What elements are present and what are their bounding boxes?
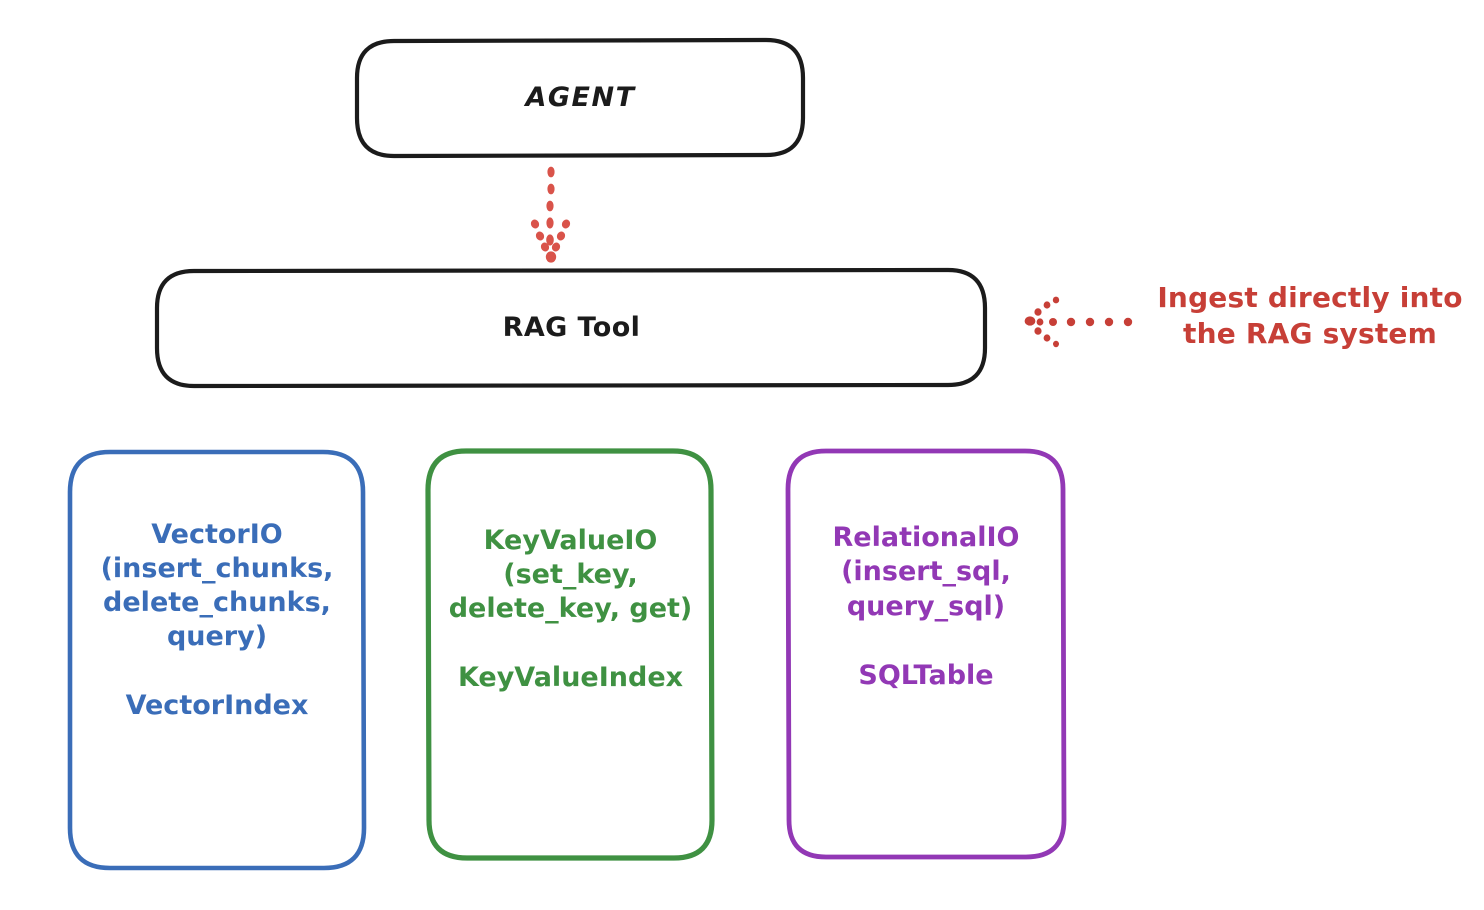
vector-io-index-label: VectorIndex (125, 690, 309, 722)
ingest-annotation-text: Ingest directly into the RAG system (1157, 281, 1463, 350)
node-key-value-io[interactable]: KeyValueIO (set_key, delete_key, get) Ke… (428, 450, 713, 859)
rag-tool-box-outline (154, 267, 988, 389)
key-value-io-api-label: KeyValueIO (set_key, delete_key, get) (448, 524, 693, 624)
key-value-io-index-label: KeyValueIndex (457, 662, 684, 694)
key-value-io-card-outline (425, 448, 715, 861)
node-agent[interactable]: AGENT (357, 40, 804, 156)
node-relational-io[interactable]: RelationalIO (insert_sql, query_sql) SQL… (788, 450, 1064, 858)
vector-io-api-label: VectorIO (insert_chunks, delete_chunks, … (100, 518, 334, 653)
node-rag-tool[interactable]: RAG Tool (157, 270, 986, 386)
node-vector-io[interactable]: VectorIO (insert_chunks, delete_chunks, … (70, 450, 364, 869)
vector-io-card-outline (67, 449, 367, 871)
relational-io-card-outline (785, 448, 1067, 860)
agent-label: AGENT (525, 81, 636, 113)
rag-tool-label: RAG Tool (502, 311, 641, 343)
relational-io-api-label: RelationalIO (insert_sql, query_sql) (832, 522, 1020, 622)
relational-io-index-label: SQLTable (858, 659, 994, 691)
agent-box-outline (354, 37, 806, 159)
agent-to-rag-tool-arrow (530, 166, 571, 263)
ingest-annotation-arrow (1024, 296, 1133, 348)
